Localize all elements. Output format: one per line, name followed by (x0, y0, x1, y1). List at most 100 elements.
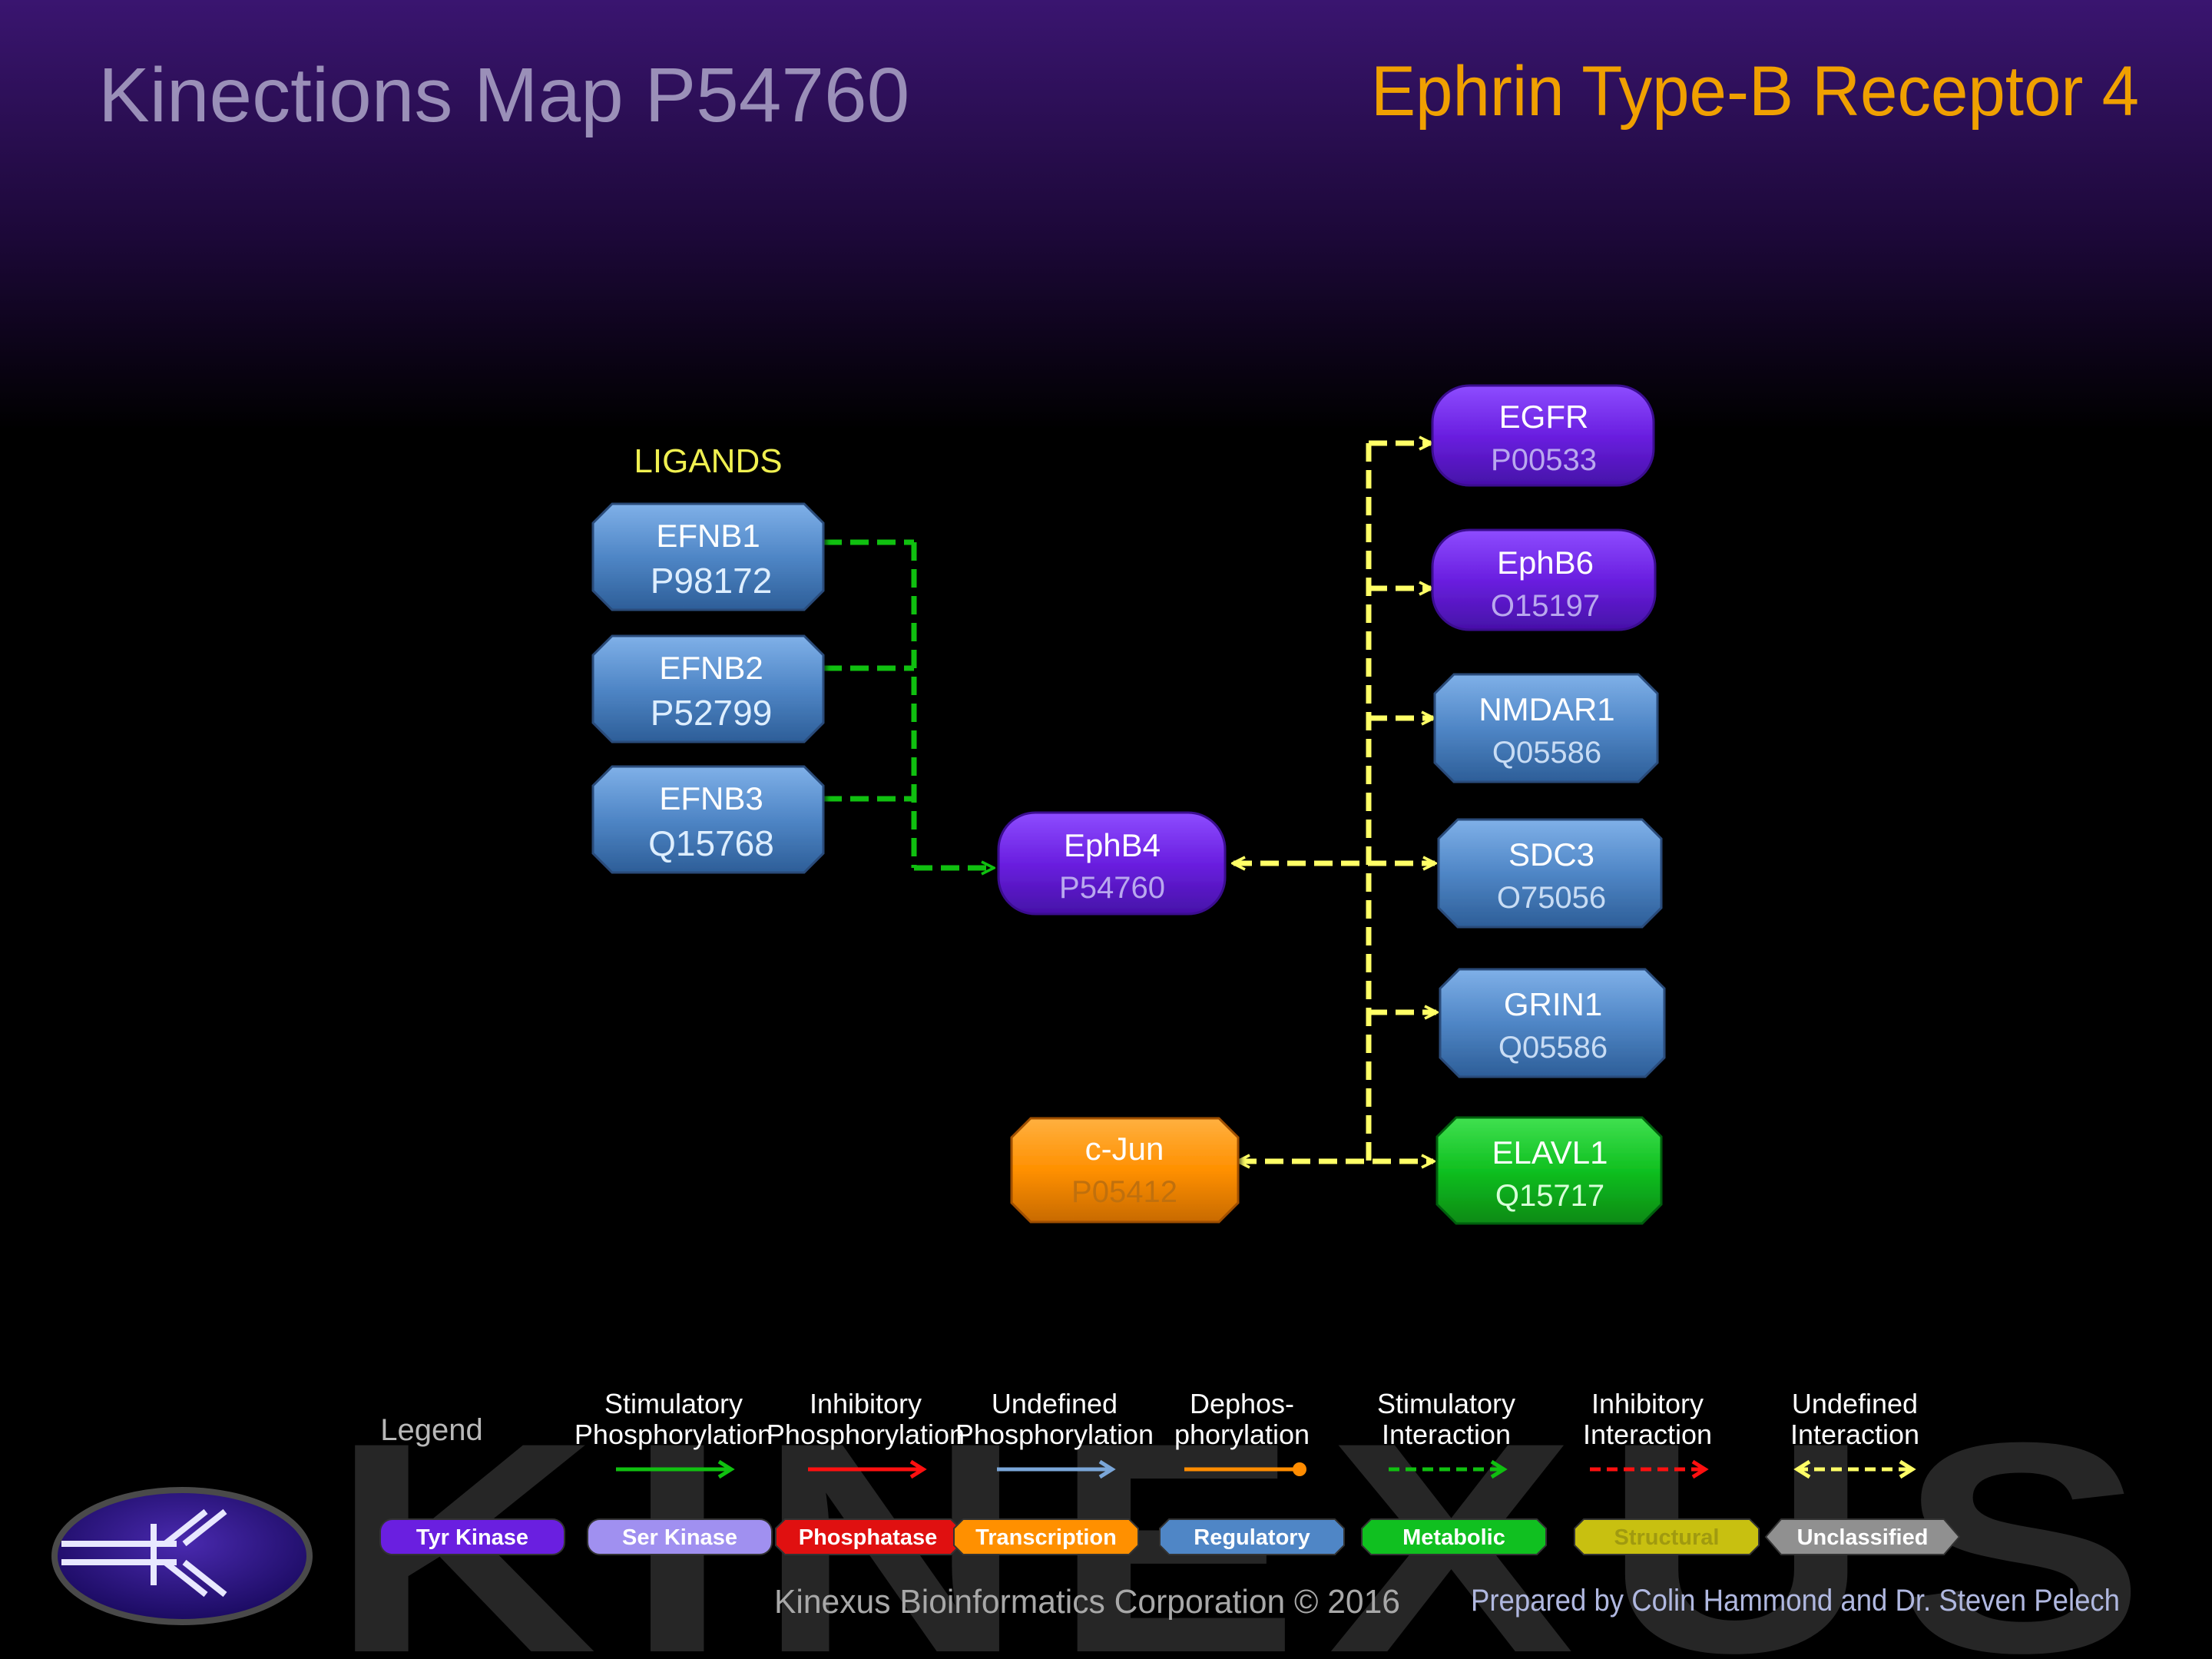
legend-categories: Tyr Kinase Ser Kinase Phosphatase Transcrip… (379, 1518, 1961, 1555)
legend-category-label: Structural (1614, 1525, 1720, 1550)
legend-arrow-head-start (1793, 1459, 1811, 1479)
legend-category-label: Metabolic (1402, 1525, 1505, 1550)
efnb1-name: EFNB1 (656, 518, 760, 554)
legend-category-unclassified: Unclassified (1764, 1518, 1961, 1555)
sdc3-id: O75056 (1497, 881, 1606, 915)
legend-category-label: Phosphatase (799, 1525, 938, 1550)
node-nmdar1[interactable]: NMDAR1 Q05586 (1433, 673, 1659, 783)
legend-arrow-label-line1: Stimulatory (1377, 1388, 1515, 1419)
nmdar1-shape (1433, 673, 1659, 783)
node-egfr[interactable]: EGFR P00533 (1431, 384, 1655, 487)
legend-arrow-label-line1: Undefined (992, 1388, 1118, 1419)
efnb1-id: P98172 (651, 561, 773, 601)
cjun-name: c-Jun (1085, 1131, 1164, 1167)
legend-category-transcription: Transcription (953, 1518, 1139, 1555)
sdc3-shape (1437, 818, 1663, 929)
logo-ellipse (51, 1487, 313, 1625)
grin1-shape (1439, 968, 1666, 1078)
legend-category-label: Tyr Kinase (416, 1525, 528, 1550)
egfr-shape (1431, 384, 1655, 487)
sdc3-name: SDC3 (1508, 836, 1594, 873)
ephb6-shape (1431, 528, 1657, 631)
ephb6-name: EphB6 (1497, 545, 1594, 581)
nmdar1-name: NMDAR1 (1479, 691, 1614, 727)
ephb6-id: O15197 (1491, 589, 1600, 623)
node-ephb6[interactable]: EphB6 O15197 (1431, 528, 1657, 631)
elavl1-name: ELAVL1 (1492, 1134, 1608, 1171)
elavl1-shape (1435, 1116, 1663, 1225)
grin1-id: Q05586 (1498, 1031, 1608, 1065)
legend-dephos-dot (1293, 1462, 1306, 1476)
efnb2-id: P52799 (651, 693, 773, 733)
node-efnb1[interactable]: EFNB1 P98172 (591, 502, 825, 611)
legend-category-metabolic: Metabolic (1361, 1518, 1547, 1555)
header-background (0, 0, 2212, 430)
legend-arrow-label-line2: phorylation (1174, 1419, 1310, 1450)
legend-title: Legend (380, 1413, 482, 1447)
legend-category-tyr-kinase: Tyr Kinase (379, 1518, 565, 1555)
legend-category-chip (587, 1518, 773, 1555)
legend-arrow-label-line1: Inhibitory (810, 1388, 922, 1419)
ephb4-name: EphB4 (1064, 827, 1161, 863)
legend-arrows: StimulatoryPhosphorylationInhibitoryPhos… (575, 1388, 1919, 1479)
legend-category-chip (775, 1518, 961, 1555)
ligands-label: LIGANDS (634, 442, 782, 480)
legend-arrow-head (1490, 1459, 1508, 1479)
egfr-id: P00533 (1491, 443, 1597, 477)
stimulatory-edges (823, 539, 993, 868)
legend-category-ser-kinase: Ser Kinase (587, 1518, 773, 1555)
efnb2-name: EFNB2 (659, 650, 763, 686)
node-efnb3[interactable]: EFNB3 Q15768 (591, 765, 825, 874)
logo-k-icon (61, 1508, 227, 1598)
legend-category-chip (953, 1518, 1139, 1555)
legend-arrow-head (717, 1459, 735, 1479)
ephb4-id: P54760 (1059, 871, 1165, 905)
efnb3-id: Q15768 (648, 823, 774, 863)
legend-arrow-label-line2: Interaction (1790, 1419, 1919, 1450)
ephb4-shape (997, 811, 1227, 916)
efnb2-shape (591, 634, 825, 743)
legend-category-structural: Structural (1574, 1518, 1760, 1555)
legend-category-phosphatase: Phosphatase (775, 1518, 961, 1555)
legend-arrow-label-line2: Interaction (1583, 1419, 1712, 1450)
kinexus-logo[interactable] (51, 1487, 313, 1625)
legend-category-label: Ser Kinase (622, 1525, 737, 1550)
node-efnb2[interactable]: EFNB2 P52799 (591, 634, 825, 743)
node-sdc3[interactable]: SDC3 O75056 (1437, 818, 1663, 929)
nmdar1-id: Q05586 (1492, 736, 1601, 770)
legend-category-chip (1764, 1518, 1961, 1555)
map-title: Kinections Map P54760 (98, 52, 909, 138)
grin1-name: GRIN1 (1504, 986, 1602, 1022)
node-grin1[interactable]: GRIN1 Q05586 (1439, 968, 1666, 1078)
legend-category-chip (1361, 1518, 1547, 1555)
efnb3-name: EFNB3 (659, 780, 763, 816)
efnb1-shape (591, 502, 825, 611)
legend-arrow-label-line1: Undefined (1792, 1388, 1918, 1419)
node-elavl1[interactable]: ELAVL1 Q15717 (1435, 1116, 1663, 1225)
legend-category-label: Regulatory (1194, 1525, 1310, 1550)
node-ephb4[interactable]: EphB4 P54760 (997, 811, 1227, 916)
legend-arrow-label-line1: Inhibitory (1591, 1388, 1704, 1419)
protein-name: Ephrin Type-B Receptor 4 (1371, 52, 2139, 131)
cjun-id: P05412 (1071, 1175, 1177, 1209)
legend-category-chip (1159, 1518, 1345, 1555)
node-cjun[interactable]: c-Jun P05412 (1010, 1117, 1240, 1224)
legend-arrow-head (1098, 1459, 1116, 1479)
legend-category-chip (379, 1518, 565, 1555)
legend-category-label: Transcription (975, 1525, 1117, 1550)
legend-arrow-head (909, 1459, 927, 1479)
cjun-shape (1010, 1117, 1240, 1224)
legend-category-label: Unclassified (1797, 1525, 1929, 1550)
prepared-by-text: Prepared by Colin Hammond and Dr. Steven… (1471, 1584, 2120, 1618)
legend-category-chip (1574, 1518, 1760, 1555)
legend-arrow-head (1899, 1459, 1916, 1479)
legend-arrow-label-line1: Dephos- (1190, 1388, 1294, 1419)
